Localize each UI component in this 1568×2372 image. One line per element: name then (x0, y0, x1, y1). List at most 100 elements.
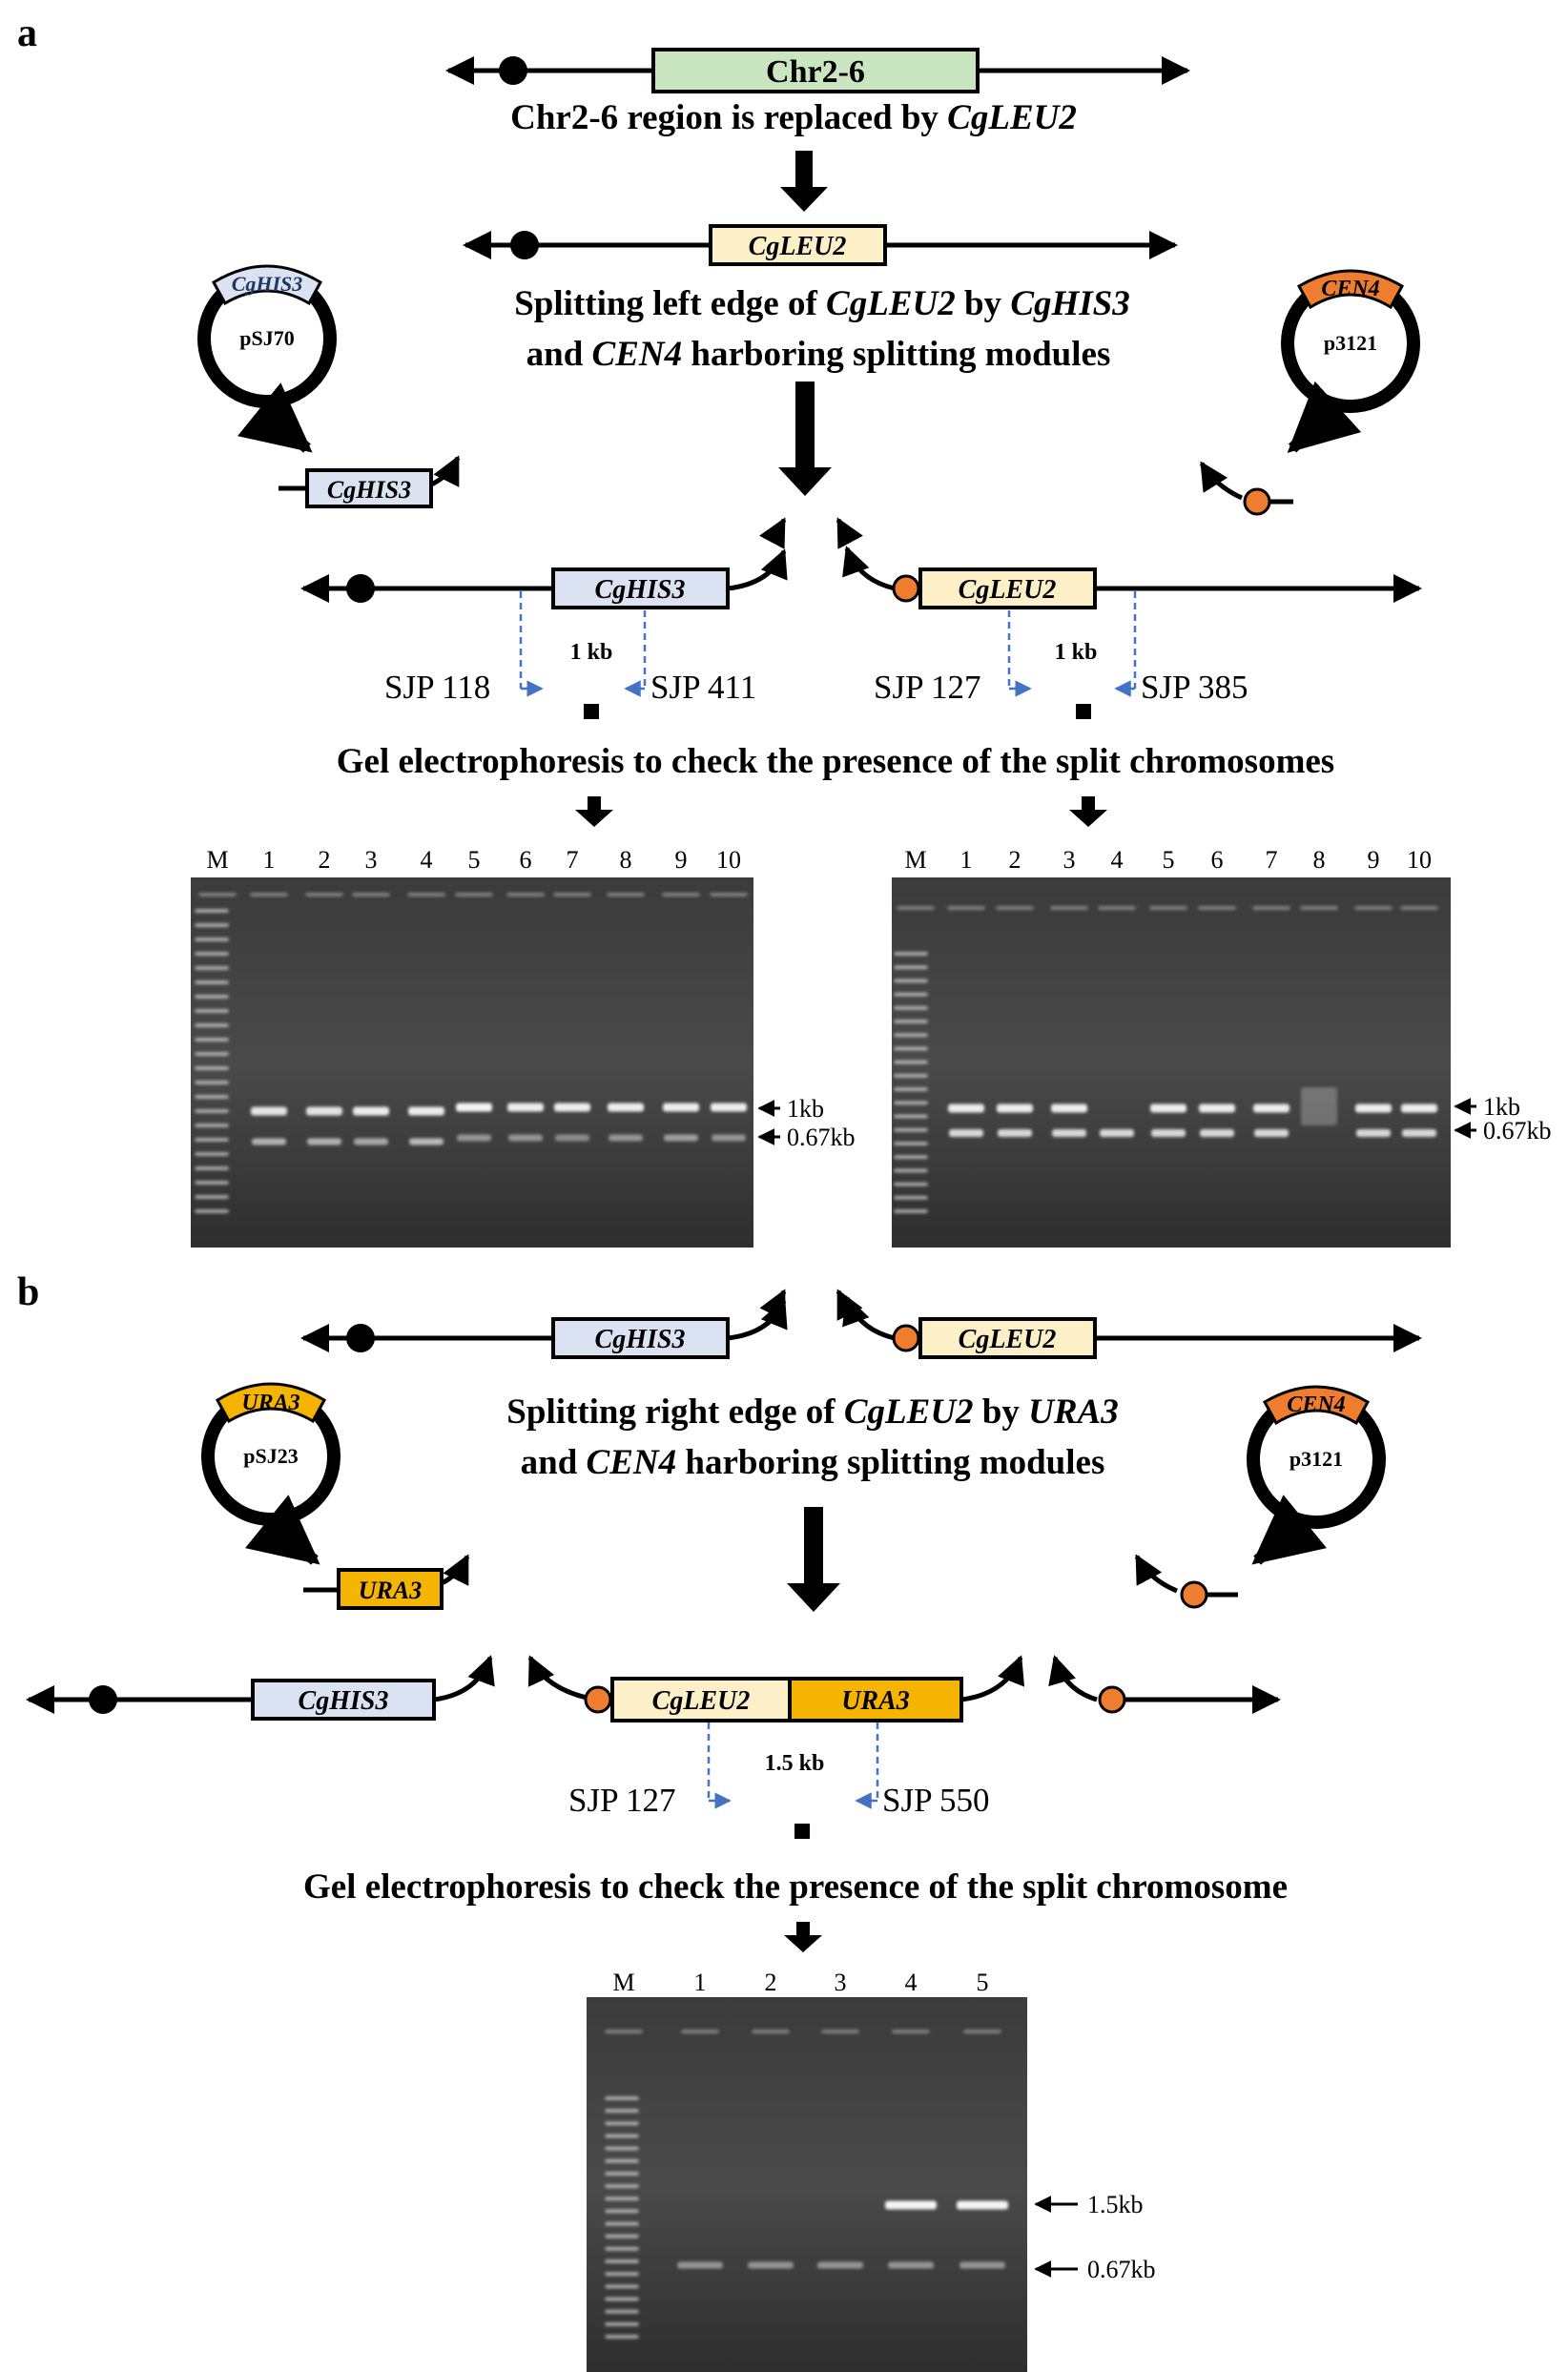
band-1kb (1355, 1103, 1392, 1113)
gel-image-a-right (892, 877, 1451, 1248)
ladder-band (605, 2259, 639, 2264)
ladder-band (605, 2171, 639, 2176)
well (607, 893, 645, 897)
primer-markers-b (707, 1722, 879, 1801)
arrow-icon (1287, 381, 1362, 453)
ladder-band (894, 1046, 928, 1051)
well (605, 2030, 643, 2033)
lane-label: 1 (263, 846, 276, 874)
ladder-band (195, 1152, 229, 1156)
band-067kb (1151, 1129, 1186, 1137)
ladder-band (605, 2321, 639, 2326)
band-1kb (663, 1103, 699, 1112)
ladder-band (605, 2146, 639, 2151)
chr-box-label: Chr2-6 (766, 54, 865, 90)
band-067kb (307, 1138, 341, 1145)
ladder-band (195, 966, 229, 970)
primer-label: SJP 385 (1141, 669, 1248, 706)
ladder-band (605, 2096, 639, 2100)
band-label-1kb: 1kb (1483, 1093, 1520, 1121)
ladder-band (894, 1155, 928, 1160)
ladder-band (605, 2297, 639, 2301)
band-067kb (1356, 1129, 1391, 1137)
gel-title-b: Gel electrophoresis to check the presenc… (303, 1867, 1288, 1907)
arrow-icon (759, 517, 787, 549)
well (681, 2030, 719, 2033)
well (892, 2030, 930, 2033)
band-1kb (948, 1103, 984, 1113)
product-size-label: 1 kb (1055, 640, 1098, 665)
ladder-band (195, 938, 229, 941)
ladder-band (195, 1009, 229, 1013)
lane-label: 3 (835, 1969, 847, 1996)
lane-label: 2 (765, 1969, 777, 1996)
plasmid-p3121: CEN4 p3121 (1281, 269, 1420, 413)
band-067kb (888, 2261, 934, 2269)
band-1kb (507, 1103, 544, 1112)
chrom-box-label: CgLEU2 (959, 575, 1057, 605)
plasmid-name: p3121 (1324, 331, 1377, 355)
ladder-band (894, 1073, 928, 1078)
down-arrow-icon (784, 1922, 822, 1952)
ladder-band (894, 952, 928, 956)
ladder-band (605, 2335, 639, 2339)
band-067kb (817, 2261, 863, 2269)
plasmid-p3121-b: CEN4 p3121 (1247, 1385, 1386, 1529)
down-arrow-icon (780, 151, 828, 212)
band-1kb (1150, 1103, 1186, 1113)
module-label: CgHIS3 (327, 476, 411, 504)
plasmid-marker-label: CEN4 (1287, 1392, 1345, 1417)
b-top-chromosome-left: CgHIS3 (300, 1298, 788, 1359)
chrom-box-label: CgHIS3 (595, 1325, 686, 1354)
ladder-band (195, 1109, 229, 1113)
well (1198, 906, 1236, 910)
b-chromosome-left: CgHIS3 (25, 1655, 495, 1721)
plasmid-name: pSJ23 (243, 1444, 298, 1468)
lane-label: 7 (1266, 846, 1278, 874)
lane-label-marker: M (612, 1969, 634, 1996)
ladder-band (894, 1005, 928, 1010)
well (1300, 906, 1338, 910)
ladder-band (894, 1195, 928, 1200)
well (506, 893, 545, 897)
chr2-6-locus: Chr2-6 (445, 48, 1190, 93)
band-067kb (555, 1134, 589, 1142)
lane-label: 3 (1063, 846, 1076, 874)
well (352, 893, 390, 897)
band-1kb (608, 1103, 644, 1112)
lane-label: 1 (960, 846, 973, 874)
band-067kb (1402, 1129, 1436, 1137)
well (553, 893, 591, 897)
split-chromosome-right: CgLEU2 (842, 546, 1422, 609)
band-label-15kb: 1.5kb (1087, 2191, 1144, 2218)
plasmid-psj23: URA3 pSJ23 (201, 1382, 340, 1526)
band-labels-a-right: 1kb 0.67kb (1454, 1093, 1552, 1145)
ladder-band (894, 1182, 928, 1186)
product-size-label: 1 kb (570, 640, 613, 665)
band-067kb (949, 1129, 983, 1137)
lane-label: 9 (1368, 846, 1380, 874)
split-text-line1-b: Splitting right edge of CgLEU2 by URA3 (506, 1392, 1118, 1432)
ladder-band (894, 992, 928, 997)
ladder-band (605, 2209, 639, 2214)
lane-label: 4 (1111, 846, 1124, 874)
band-1kb (1253, 1103, 1289, 1113)
band-067kb (354, 1138, 388, 1145)
well (1400, 906, 1438, 910)
ladder-band (894, 979, 928, 983)
band-1kb (1199, 1103, 1235, 1113)
band-067kb (748, 2261, 794, 2269)
band-1kb (408, 1106, 444, 1116)
lane-label: 10 (1407, 846, 1432, 874)
band-067kb (998, 1129, 1032, 1137)
band-label-067kb: 0.67kb (787, 1124, 856, 1151)
primer-label: SJP 127 (568, 1782, 676, 1819)
ladder-band (605, 2234, 639, 2238)
ladder-band (195, 995, 229, 999)
product-size-label: 1.5 kb (765, 1751, 825, 1776)
band-1kb (1051, 1103, 1087, 1113)
gel-image-a-left (191, 877, 753, 1248)
b-chromosome-middle: CgLEU2 URA3 (527, 1655, 1025, 1722)
well (455, 893, 493, 897)
well (407, 893, 445, 897)
